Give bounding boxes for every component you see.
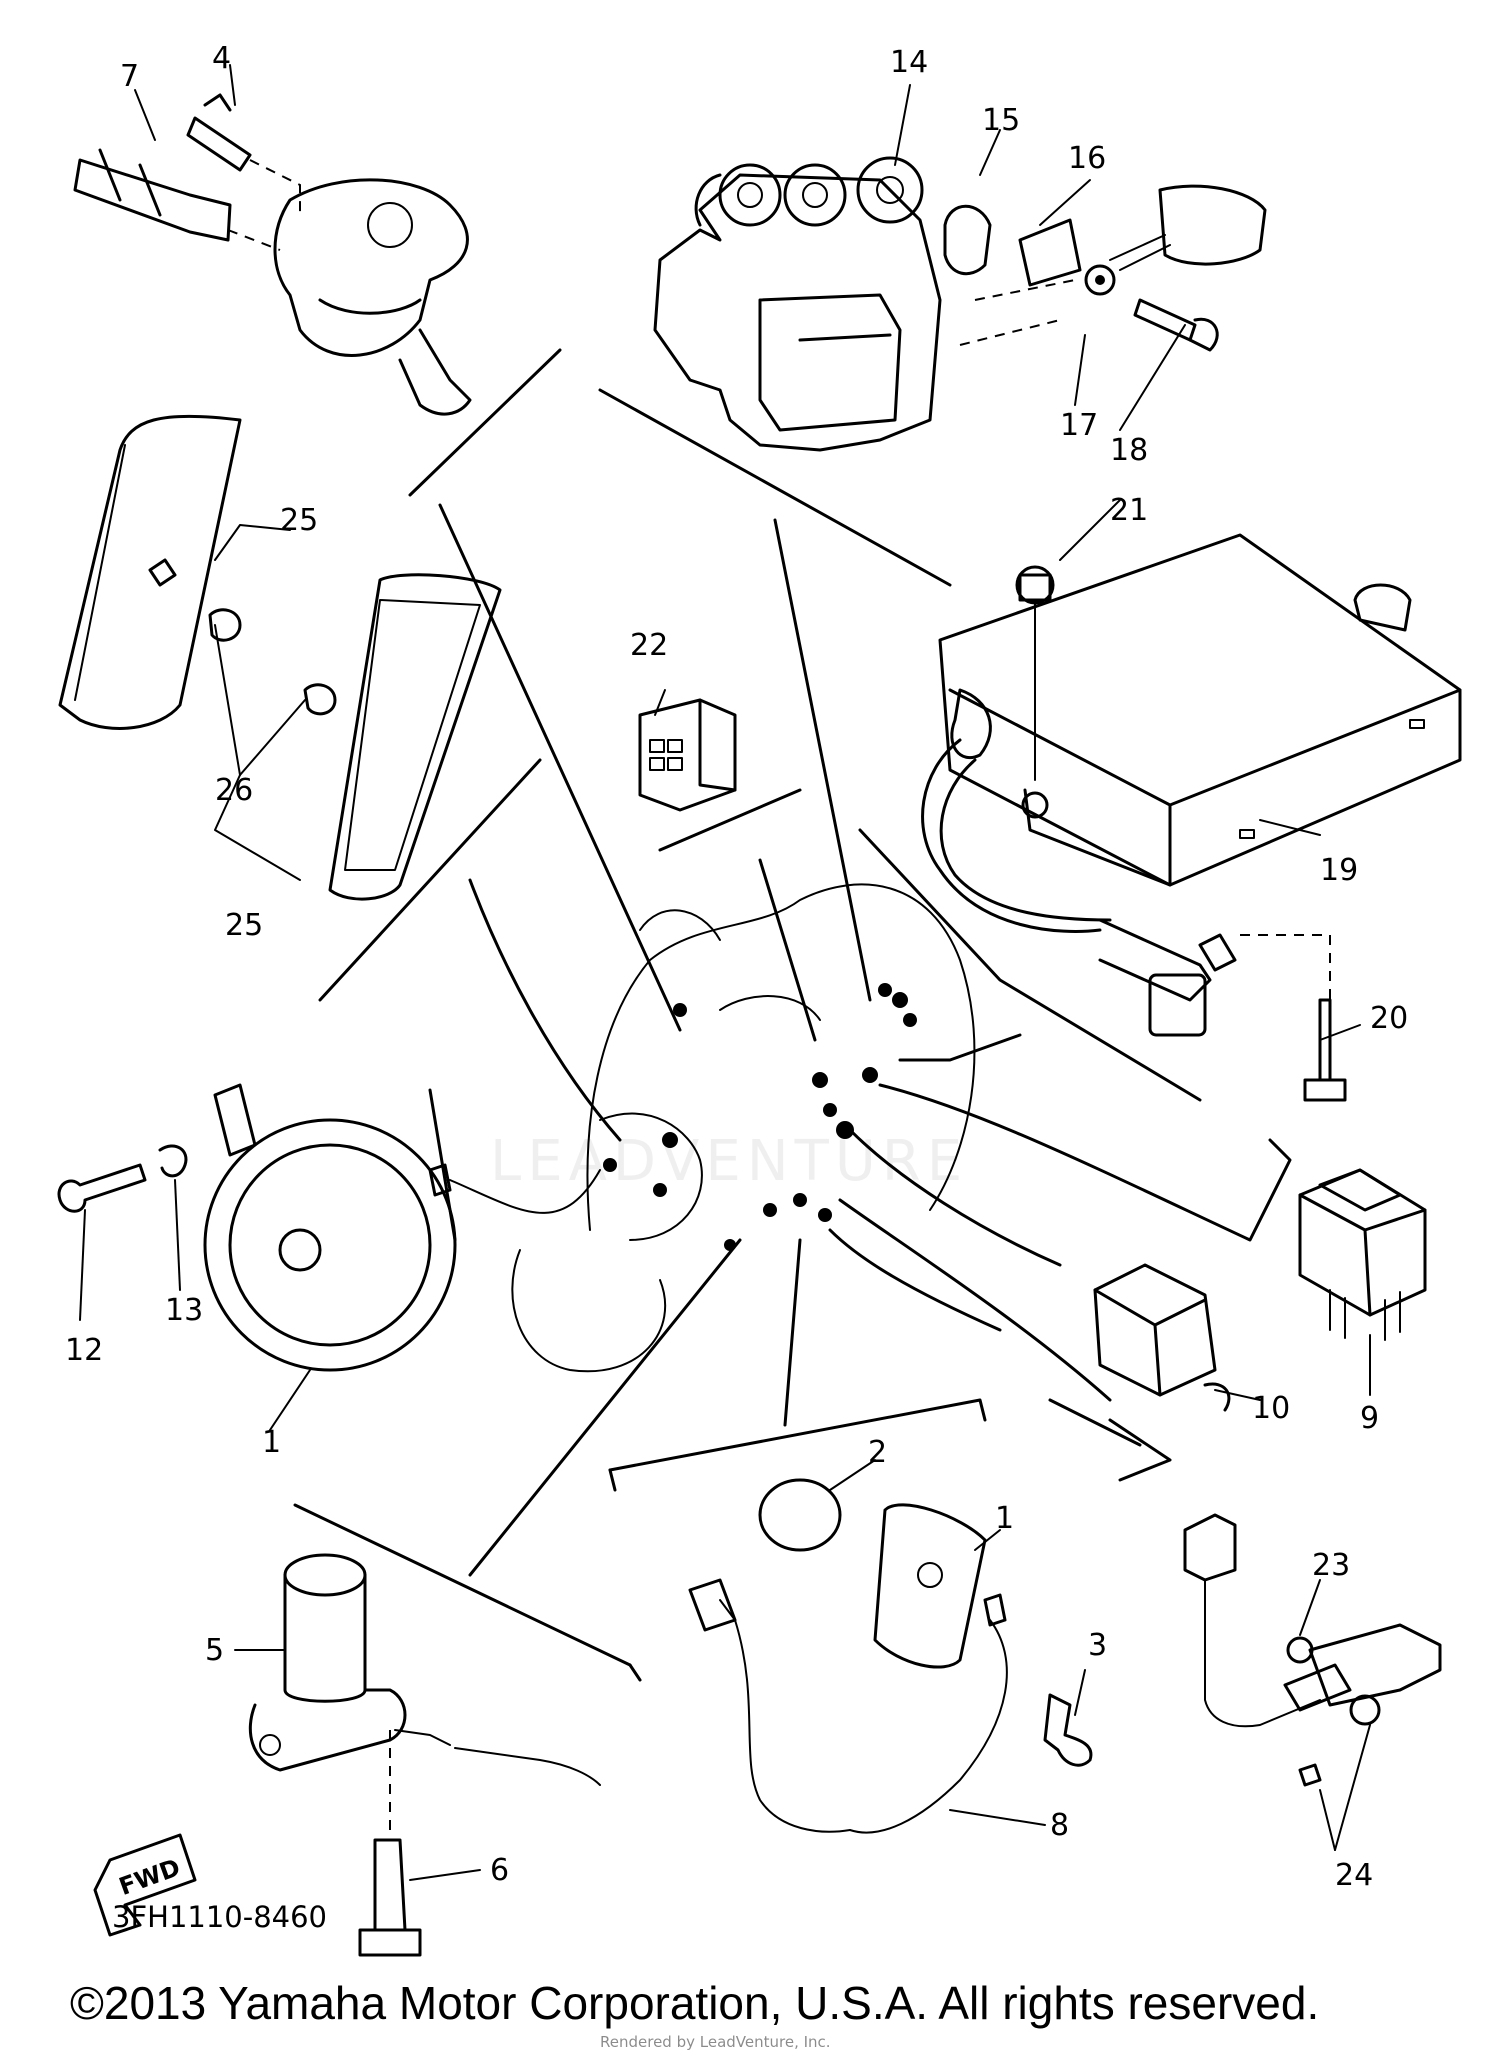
motor-illustration (93, 1553, 601, 1957)
callout-23: 23 (1312, 1548, 1350, 1583)
callout-13: 13 (165, 1293, 203, 1328)
callout-16: 16 (1068, 141, 1106, 176)
callout-12: 12 (65, 1333, 103, 1368)
callout-25-upper: 25 (280, 503, 318, 538)
sensor-illustration (688, 1478, 1093, 1834)
render-credit: Rendered by LeadVenture, Inc. (600, 2033, 831, 2051)
control-unit-illustration (921, 533, 1462, 1102)
watermark-text: LEADVENTURE (490, 1129, 968, 1194)
callout-18: 18 (1110, 433, 1148, 468)
callout-8: 8 (1050, 1808, 1069, 1843)
callout-pointers (79, 64, 1371, 1881)
callout-17: 17 (1060, 408, 1098, 443)
callout-4: 4 (212, 41, 231, 76)
drawing-code: 3FH1110-8460 (112, 1900, 328, 1934)
callout-26: 26 (215, 773, 253, 808)
callout-1-horn: 1 (262, 1425, 281, 1460)
callout-20: 20 (1370, 1001, 1408, 1036)
relay-illustration (1093, 1168, 1427, 1412)
callout-3: 3 (1088, 1628, 1107, 1663)
callout-24: 24 (1335, 1858, 1373, 1893)
leader-lines (293, 348, 1292, 1682)
connector-illustration (638, 698, 737, 812)
sender-assembly-illustration (73, 93, 472, 416)
callout-6: 6 (490, 1853, 509, 1888)
callout-25-lower: 25 (225, 908, 263, 943)
switch-illustration (1183, 1513, 1442, 1787)
callout-9: 9 (1360, 1401, 1379, 1436)
callout-1-sensor: 1 (995, 1501, 1014, 1536)
callout-21: 21 (1110, 493, 1148, 528)
horn-illustration (57, 1083, 601, 1372)
callout-7: 7 (120, 59, 139, 94)
callout-2: 2 (868, 1435, 887, 1470)
fwd-arrow-label: FWD (115, 1853, 184, 1901)
actuator-illustration (653, 156, 1267, 452)
reflector-illustration (58, 414, 502, 901)
callout-14: 14 (890, 45, 928, 80)
callout-15: 15 (982, 103, 1020, 138)
callout-10: 10 (1252, 1391, 1290, 1426)
callout-labels: 4 7 14 15 16 17 18 21 25 22 26 25 19 20 … (65, 41, 1408, 1893)
callout-5: 5 (205, 1633, 224, 1668)
copyright-notice: ©2013 Yamaha Motor Corporation, U.S.A. A… (70, 1977, 1320, 2029)
harness-routing-illustration (511, 883, 976, 1373)
callout-19: 19 (1320, 853, 1358, 888)
callout-22: 22 (630, 628, 668, 663)
